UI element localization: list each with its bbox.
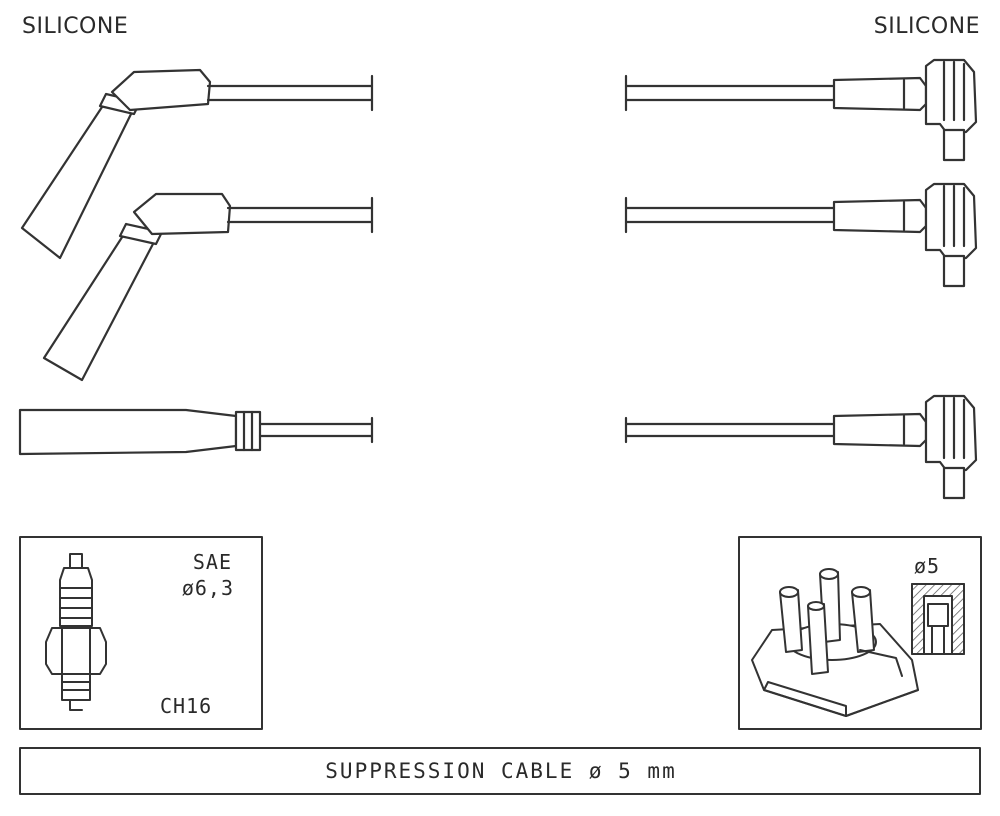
distributor-cap-icon [751,568,919,717]
left-lead-1 [20,68,374,260]
boot-head-2 [132,192,232,236]
right-lead-2 [624,182,978,288]
angled-plug-boot-1 [20,96,134,260]
spark-plug-code-label: CH16 [160,694,213,718]
distributor-connector-1 [924,58,978,134]
distributor-box [738,536,982,730]
right-end-material-label: SILICONE [873,14,980,39]
spark-plug-icon [45,553,107,711]
distributor-connector-3 [924,394,978,472]
boot-head-1 [110,68,212,112]
straight-plug-boot [18,408,238,456]
distributor-terminal-section [911,583,965,655]
spark-plug-box [19,536,263,730]
distributor-connector-2 [924,182,978,260]
terminal-type-label: SAE [192,550,232,574]
right-lead-3 [624,394,978,500]
left-end-material-label: SILICONE [22,14,129,39]
cable-spec-label: SUPPRESSION CABLE ø 5 mm [325,759,677,783]
footer-box [19,747,981,795]
distributor-diameter-label: ø5 [914,554,941,578]
left-lead-3 [18,408,374,456]
terminal-diameter-label: ø6,3 [181,576,234,600]
right-lead-1 [624,58,978,162]
left-lead-2 [42,192,374,382]
